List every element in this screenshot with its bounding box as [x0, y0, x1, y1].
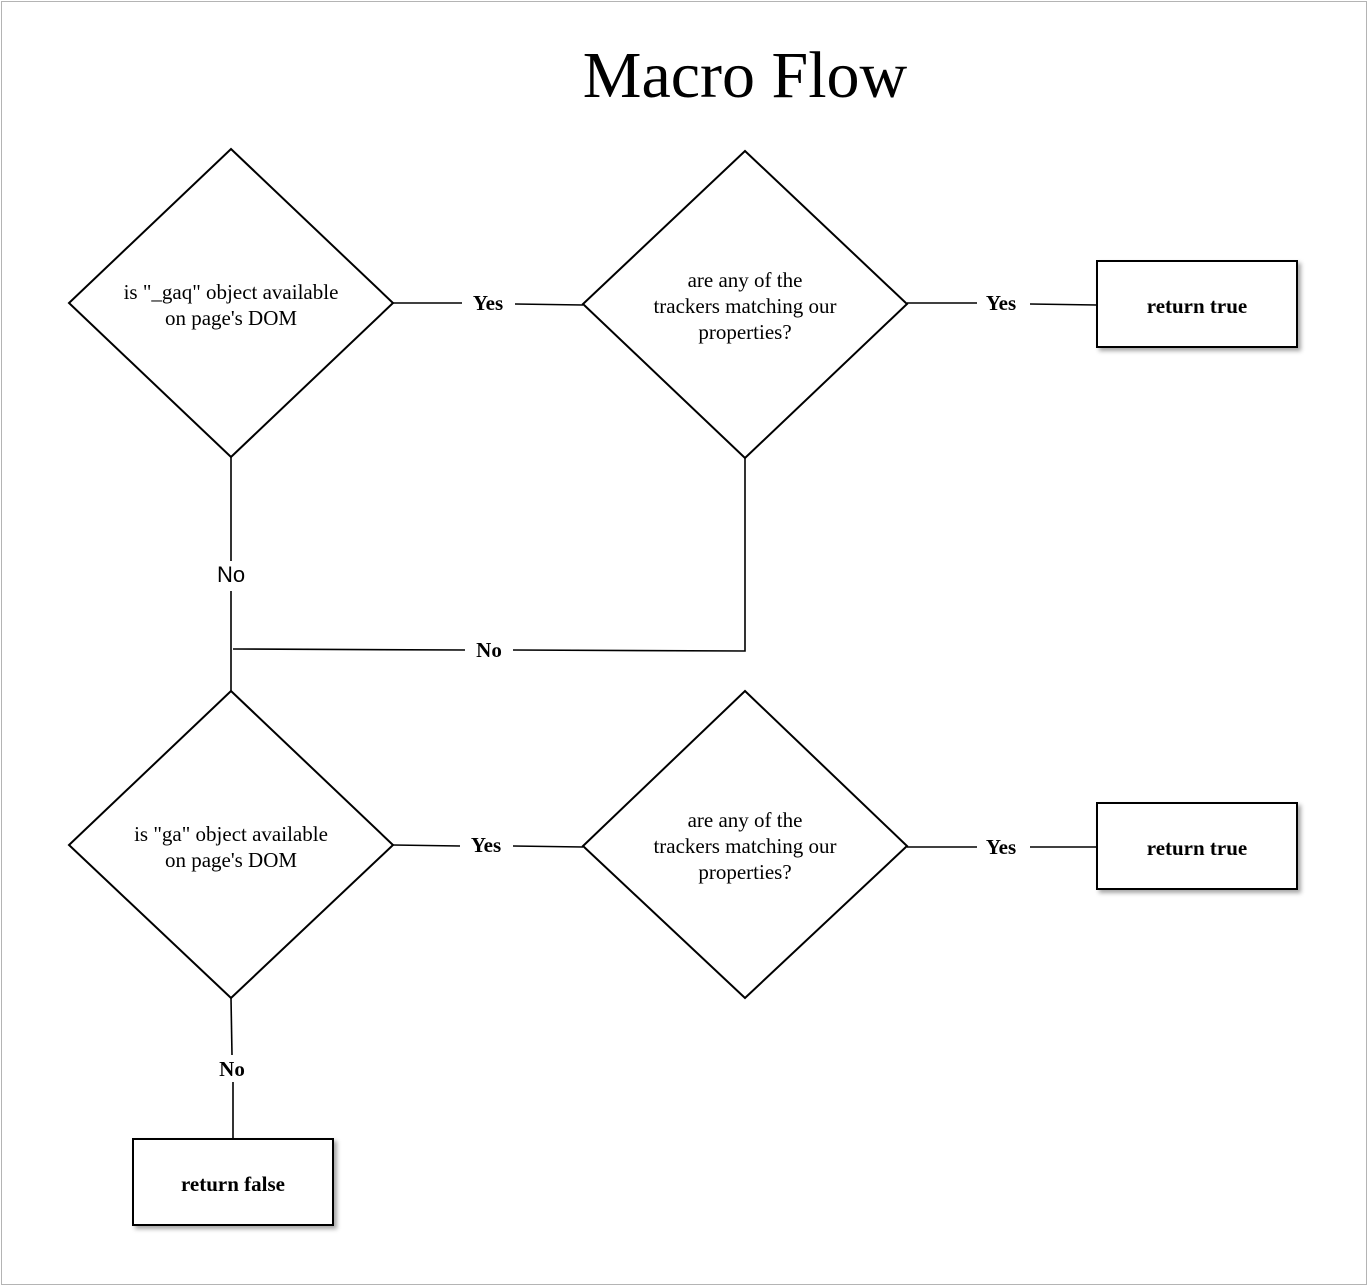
return-false-node: return false	[132, 1138, 334, 1226]
decision-trackers-2-diamond	[581, 689, 909, 1000]
connector-ga-yes-left	[392, 844, 461, 847]
diagram-title: Macro Flow	[583, 39, 908, 112]
connector-ga-yes-right	[512, 845, 584, 848]
return-true-1-node: return true	[1096, 260, 1298, 348]
decision-trackers-1-line-3: properties?	[698, 320, 791, 344]
edge-label-ga-yes: Yes	[471, 833, 501, 857]
connector-trackers1-no-vertical	[512, 458, 746, 652]
decision-gaq-diamond	[67, 147, 395, 459]
connector-ga-no-top	[230, 997, 233, 1056]
decision-trackers-2-line-1: are any of the	[688, 808, 803, 832]
edge-label-trackers2-yes: Yes	[986, 835, 1016, 859]
edge-label-ga-no: No	[219, 1057, 245, 1081]
connector-gaq-yes-right	[514, 303, 584, 306]
edge-label-gaq-yes: Yes	[473, 291, 503, 315]
edge-label-gaq-no: No	[217, 562, 245, 587]
return-true-2-node: return true	[1096, 802, 1298, 890]
decision-gaq-line-2: on page's DOM	[165, 306, 297, 330]
decision-trackers-1-line-2: trackers matching our	[653, 294, 836, 318]
decision-trackers-2-line-3: properties?	[698, 860, 791, 884]
connector-trackers1-no-left	[232, 648, 466, 651]
decision-ga-node: is "ga" object available on page's DOM	[67, 689, 395, 1000]
decision-trackers-2-node: are any of the trackers matching our pro…	[581, 689, 909, 1000]
return-false-box	[132, 1138, 334, 1226]
decision-ga-diamond	[67, 689, 395, 1000]
decision-trackers-1-diamond	[581, 149, 909, 460]
decision-trackers-1-line-1: are any of the	[688, 268, 803, 292]
return-true-2-label: return true	[1147, 836, 1248, 860]
edge-label-trackers1-no: No	[476, 638, 502, 662]
return-true-1-box	[1096, 260, 1298, 348]
decision-gaq-node: is "_gaq" object available on page's DOM	[67, 147, 395, 459]
decision-gaq-line-1: is "_gaq" object available	[124, 280, 339, 304]
decision-ga-line-1: is "ga" object available	[134, 822, 328, 846]
decision-ga-line-2: on page's DOM	[165, 848, 297, 872]
edge-label-trackers1-yes: Yes	[986, 291, 1016, 315]
return-true-2-box	[1096, 802, 1298, 890]
return-true-1-label: return true	[1147, 294, 1248, 318]
return-false-label: return false	[181, 1172, 285, 1196]
decision-trackers-2-line-2: trackers matching our	[653, 834, 836, 858]
connector-trackers1-yes-right	[1029, 303, 1098, 306]
decision-trackers-1-node: are any of the trackers matching our pro…	[581, 149, 909, 460]
